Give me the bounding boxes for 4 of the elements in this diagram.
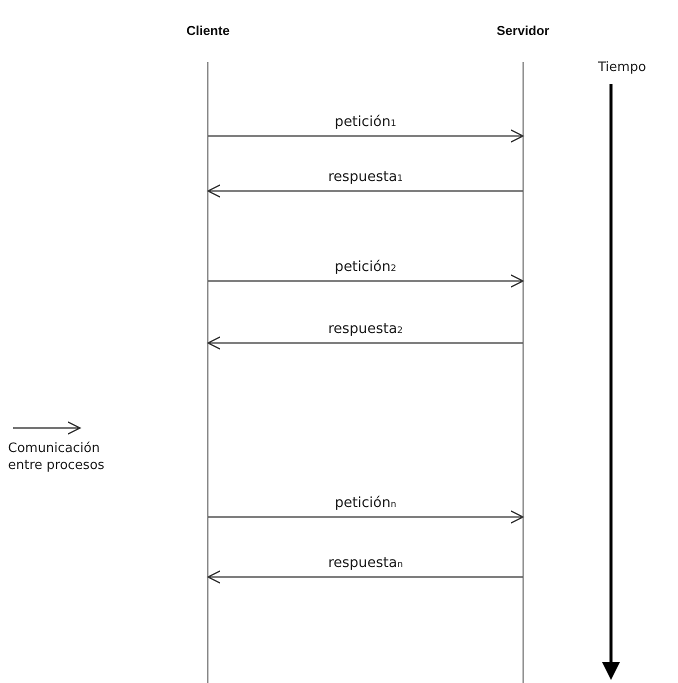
participant-label: Servidor [496,23,550,38]
legend-text: Comunicación entre procesos [8,440,106,474]
axis-label: Tiempo [598,60,646,75]
participant-label: Cliente [186,23,230,38]
